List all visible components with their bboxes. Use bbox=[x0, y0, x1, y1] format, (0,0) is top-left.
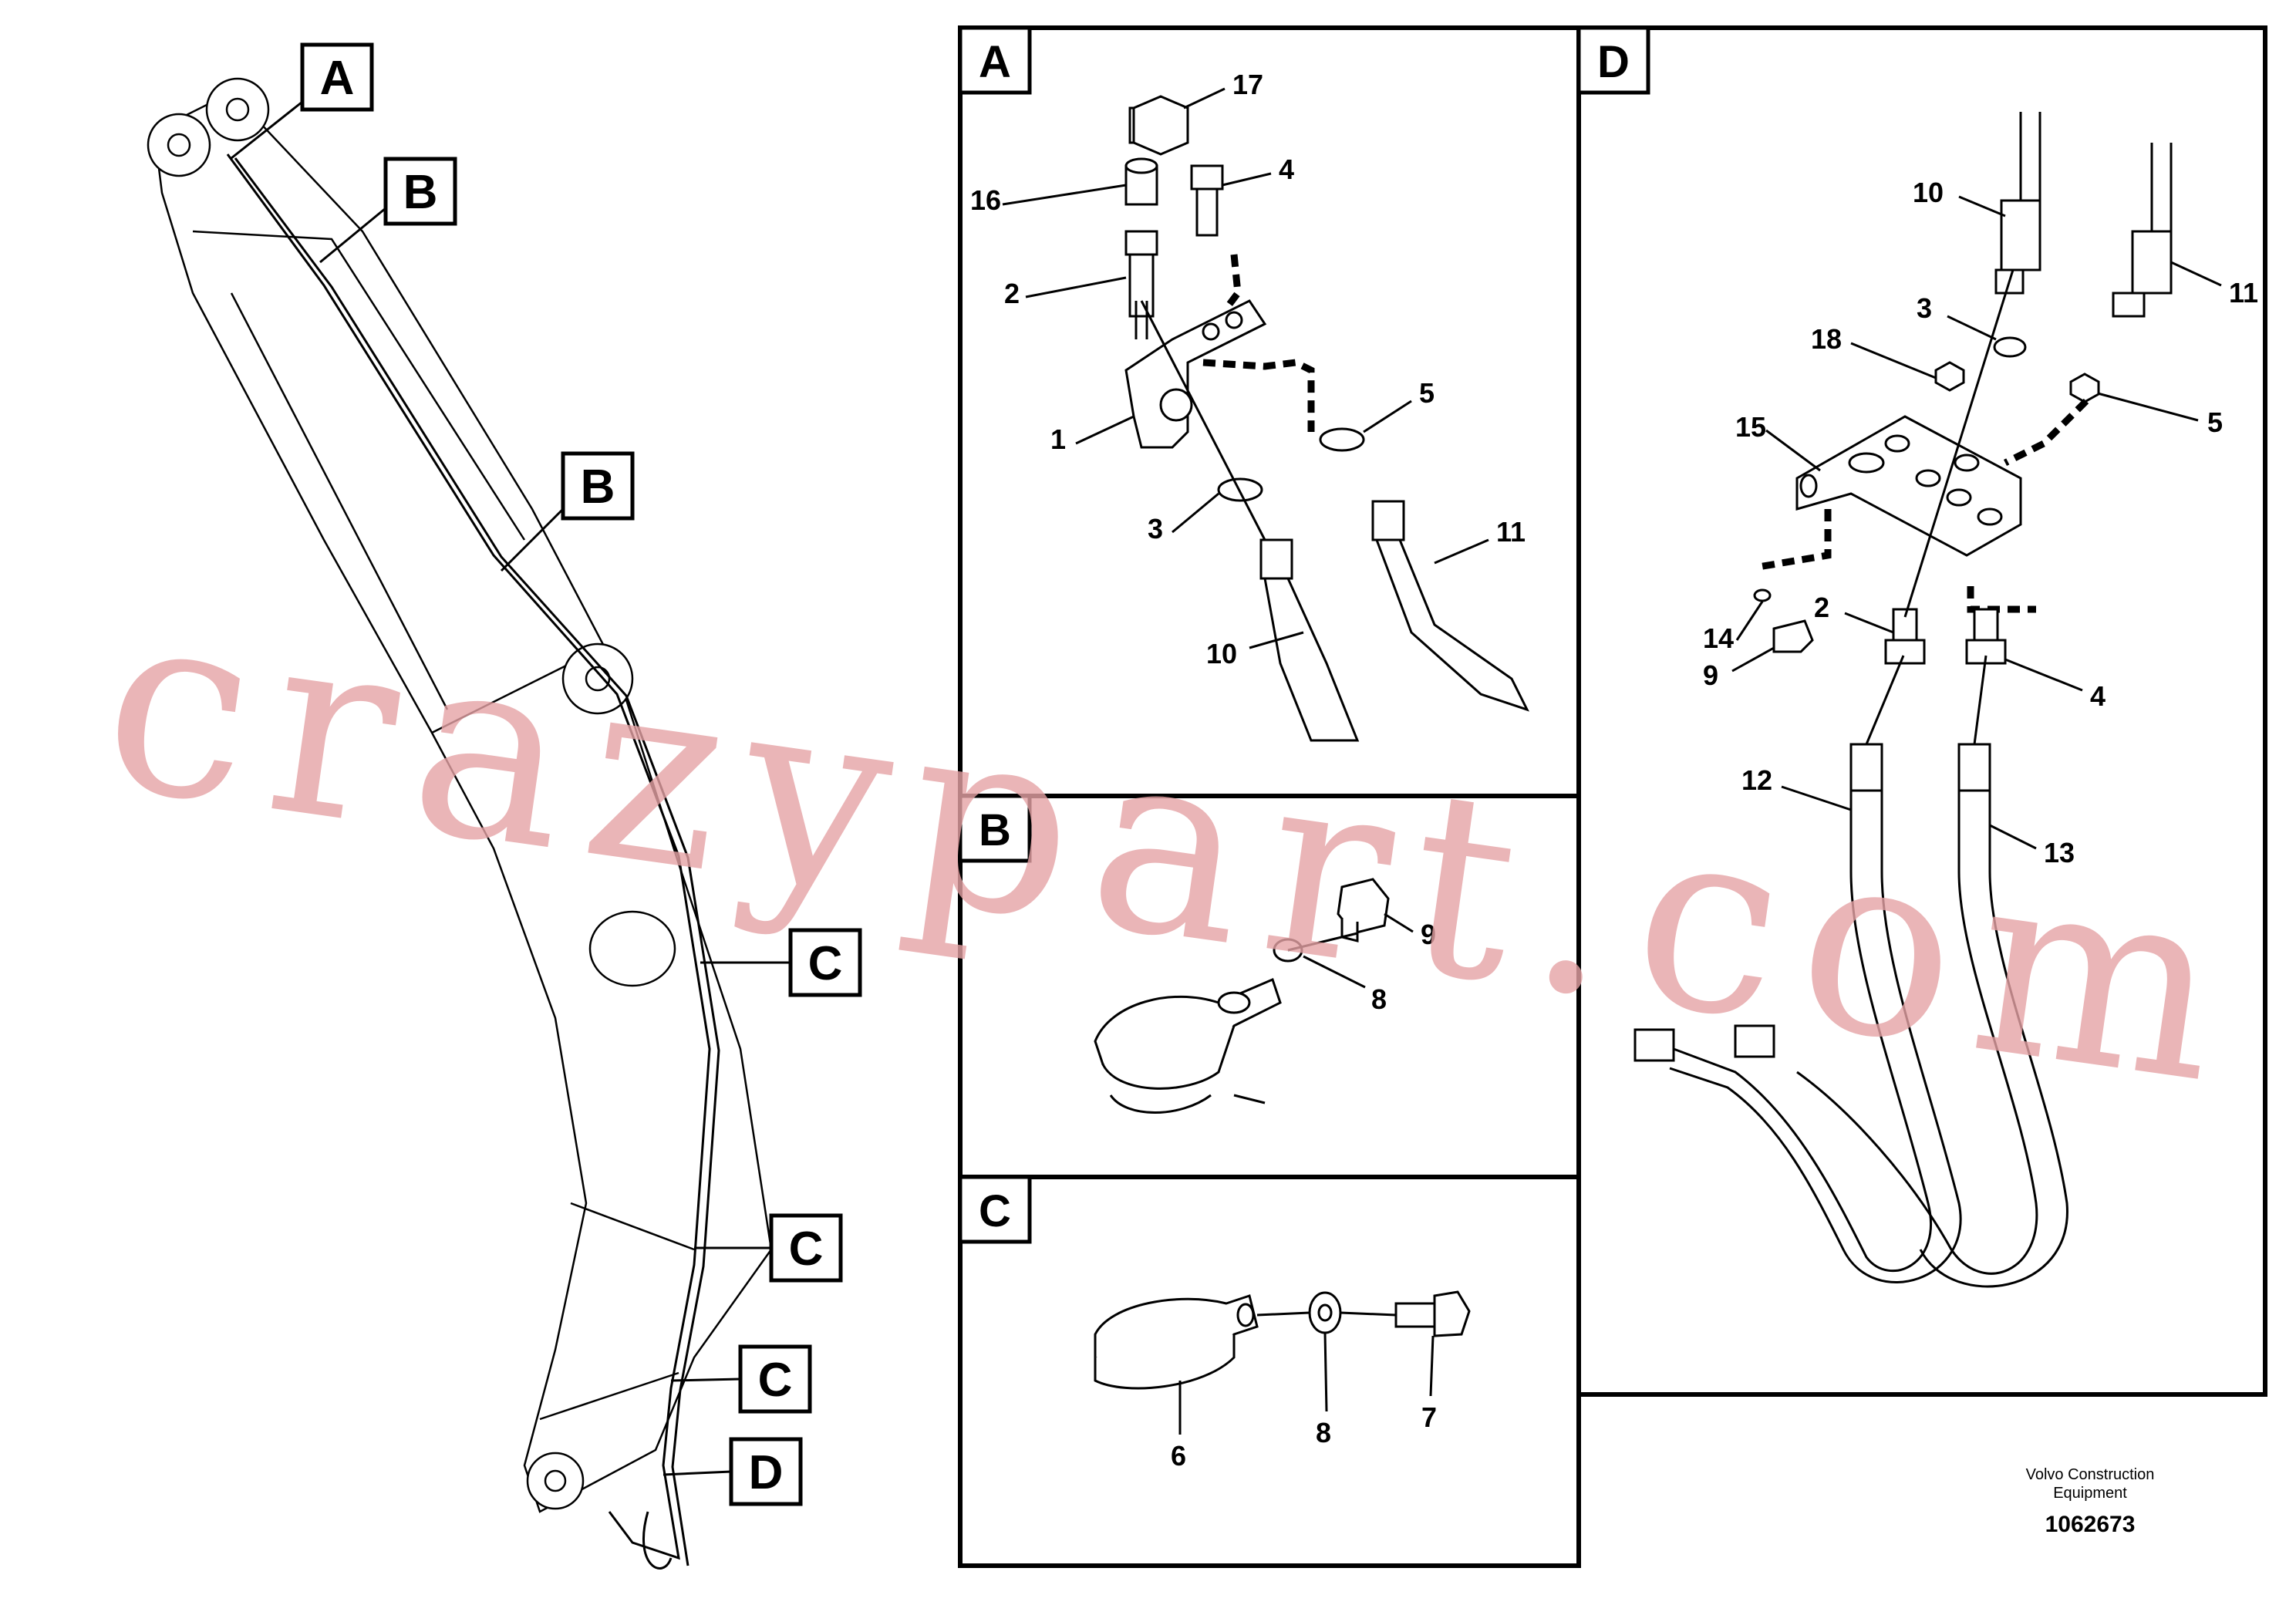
panel-tag-c: C bbox=[958, 1175, 1032, 1244]
svg-text:14: 14 bbox=[1703, 622, 1734, 654]
svg-text:3: 3 bbox=[1148, 513, 1163, 545]
svg-text:8: 8 bbox=[1316, 1417, 1331, 1448]
detail-panel-c: C bbox=[958, 1175, 1581, 1568]
svg-text:7: 7 bbox=[1421, 1401, 1437, 1433]
drawing-number: 1062673 bbox=[2045, 1512, 2136, 1537]
svg-text:B: B bbox=[581, 460, 615, 514]
panel-tag-b: B bbox=[958, 794, 1032, 863]
callout-box-b-lower[interactable]: B bbox=[561, 451, 635, 521]
panel-tag-d: D bbox=[1576, 25, 1650, 95]
svg-text:A: A bbox=[979, 37, 1011, 87]
callout-box-c-upper[interactable]: C bbox=[788, 928, 862, 997]
svg-text:C: C bbox=[789, 1222, 824, 1276]
manufacturer-label: Volvo Construction Equipment bbox=[1974, 1465, 2206, 1502]
svg-text:10: 10 bbox=[1206, 638, 1237, 669]
svg-text:B: B bbox=[979, 805, 1011, 855]
callout-box-d[interactable]: D bbox=[729, 1437, 803, 1506]
svg-text:17: 17 bbox=[1232, 69, 1263, 100]
svg-text:9: 9 bbox=[1703, 659, 1718, 691]
svg-text:12: 12 bbox=[1741, 764, 1772, 796]
callout-box-c-lower[interactable]: C bbox=[738, 1344, 812, 1414]
callout-leaders bbox=[231, 100, 791, 1476]
svg-text:4: 4 bbox=[2090, 680, 2106, 712]
panel-d-labels: 10 11 3 18 5 15 2 4 14 9 12 13 bbox=[1703, 177, 2258, 868]
svg-text:6: 6 bbox=[1171, 1440, 1186, 1472]
panel-c-labels: 6 8 7 bbox=[1171, 1332, 1437, 1472]
svg-text:5: 5 bbox=[2207, 406, 2223, 438]
manufacturer-line-2: Equipment bbox=[2053, 1485, 2127, 1502]
svg-text:C: C bbox=[758, 1354, 793, 1407]
svg-text:D: D bbox=[1597, 37, 1630, 87]
svg-text:3: 3 bbox=[1917, 292, 1932, 324]
svg-text:11: 11 bbox=[1496, 516, 1526, 548]
callout-box-b-upper[interactable]: B bbox=[383, 157, 457, 226]
svg-text:8: 8 bbox=[1371, 983, 1387, 1015]
detail-panel-d: D bbox=[1576, 25, 2267, 1397]
callout-box-a[interactable]: A bbox=[300, 42, 374, 112]
svg-text:C: C bbox=[979, 1186, 1011, 1236]
boom-arm-drawing bbox=[147, 77, 773, 1570]
svg-text:13: 13 bbox=[2044, 837, 2075, 868]
callout-box-c-middle[interactable]: C bbox=[769, 1213, 843, 1283]
svg-text:B: B bbox=[403, 166, 438, 219]
svg-text:15: 15 bbox=[1735, 411, 1766, 443]
svg-text:A: A bbox=[320, 52, 355, 105]
svg-text:16: 16 bbox=[970, 184, 1001, 216]
svg-text:2: 2 bbox=[1004, 278, 1020, 309]
svg-text:2: 2 bbox=[1814, 592, 1829, 623]
svg-text:11: 11 bbox=[2229, 277, 2258, 309]
panel-a-labels: 17 4 16 2 5 1 3 11 10 bbox=[970, 69, 1526, 669]
svg-text:C: C bbox=[808, 937, 843, 990]
svg-text:4: 4 bbox=[1279, 153, 1294, 185]
svg-text:1: 1 bbox=[1050, 423, 1066, 455]
svg-text:9: 9 bbox=[1421, 919, 1436, 950]
panel-b-labels: 9 8 bbox=[1303, 912, 1436, 1015]
svg-text:D: D bbox=[749, 1446, 784, 1499]
manufacturer-line-1: Volvo Construction bbox=[2025, 1466, 2155, 1483]
svg-text:18: 18 bbox=[1811, 323, 1842, 355]
panel-tag-a: A bbox=[958, 25, 1032, 95]
svg-text:5: 5 bbox=[1419, 377, 1435, 409]
svg-text:10: 10 bbox=[1913, 177, 1944, 208]
